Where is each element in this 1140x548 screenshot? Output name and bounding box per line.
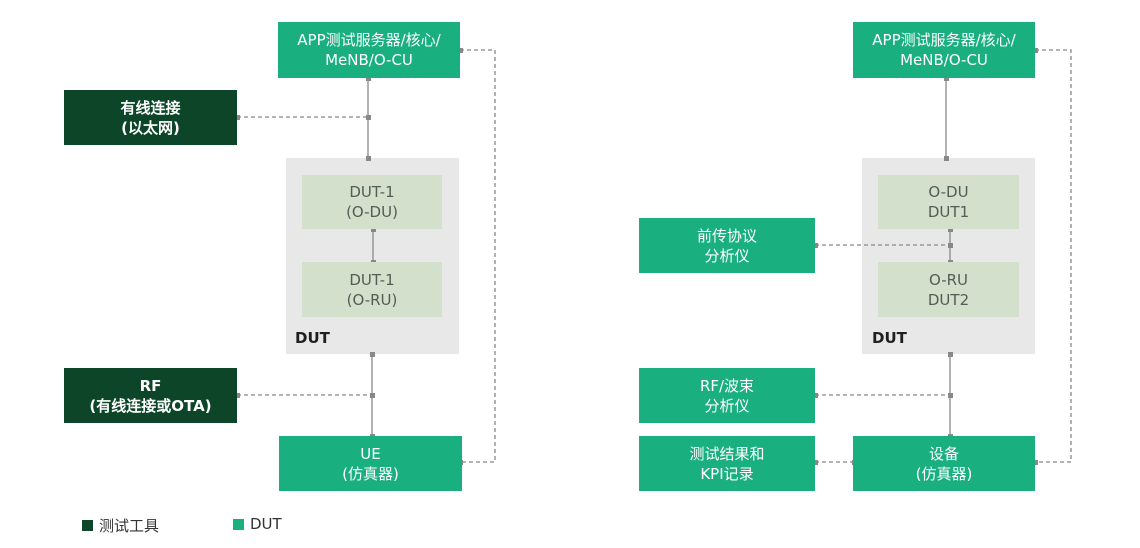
right-device-box: 设备 (仿真器) xyxy=(853,436,1035,491)
left-dut1-oru-box: DUT-1 (O-RU) xyxy=(302,262,442,317)
legend-swatch-green xyxy=(233,518,244,530)
right-rf-beam-analyzer-box: RF/波束 分析仪 xyxy=(639,368,815,423)
connector-dot xyxy=(1033,48,1038,53)
connector-dot xyxy=(366,115,371,120)
connector-dot xyxy=(948,227,953,232)
connector-dot xyxy=(813,393,818,398)
left-ue-box: UE (仿真器) xyxy=(279,436,462,491)
right-kpi-record-box: 测试结果和 KPI记录 xyxy=(639,436,815,491)
left-rf-box: RF (有线连接或OTA) xyxy=(64,368,237,423)
right-server-to-device-loop xyxy=(1035,49,1072,463)
right-fronthaul-analyzer-box: 前传协议 分析仪 xyxy=(639,218,815,273)
connector-dot xyxy=(948,243,953,248)
connector-dot xyxy=(948,393,953,398)
connector-dot xyxy=(370,352,375,357)
right-dut-label: DUT xyxy=(872,329,907,347)
connector-dot xyxy=(944,76,949,81)
connector-dot xyxy=(366,156,371,161)
connector-dot xyxy=(458,48,463,53)
connector-dot xyxy=(235,115,240,120)
legend-dut-label: DUT xyxy=(250,515,282,533)
left-dut-label: DUT xyxy=(295,329,330,347)
right-odu-box: O-DU DUT1 xyxy=(878,175,1019,229)
connector-dot xyxy=(370,393,375,398)
left-dut1-odu-box: DUT-1 (O-DU) xyxy=(302,175,442,229)
legend-swatch-dark xyxy=(82,520,93,531)
legend-test-tool: 测试工具 xyxy=(82,515,159,536)
connector-dot xyxy=(813,460,818,465)
connector-dot xyxy=(948,352,953,357)
left-server-to-ue-loop xyxy=(460,49,496,463)
legend-test-tool-label: 测试工具 xyxy=(99,517,160,535)
connector-dot xyxy=(235,393,240,398)
connector-dot xyxy=(366,76,371,81)
right-server-box: APP测试服务器/核心/ MeNB/O-CU xyxy=(853,22,1035,78)
connector-dot xyxy=(813,243,818,248)
right-oru-box: O-RU DUT2 xyxy=(878,262,1019,317)
left-wired-connection-box: 有线连接 (以太网) xyxy=(64,90,237,145)
connector-dot xyxy=(1033,460,1038,465)
connector-dot xyxy=(371,227,376,232)
legend-dut: DUT xyxy=(233,515,282,533)
connector-dot xyxy=(944,156,949,161)
left-server-box: APP测试服务器/核心/ MeNB/O-CU xyxy=(278,22,460,78)
